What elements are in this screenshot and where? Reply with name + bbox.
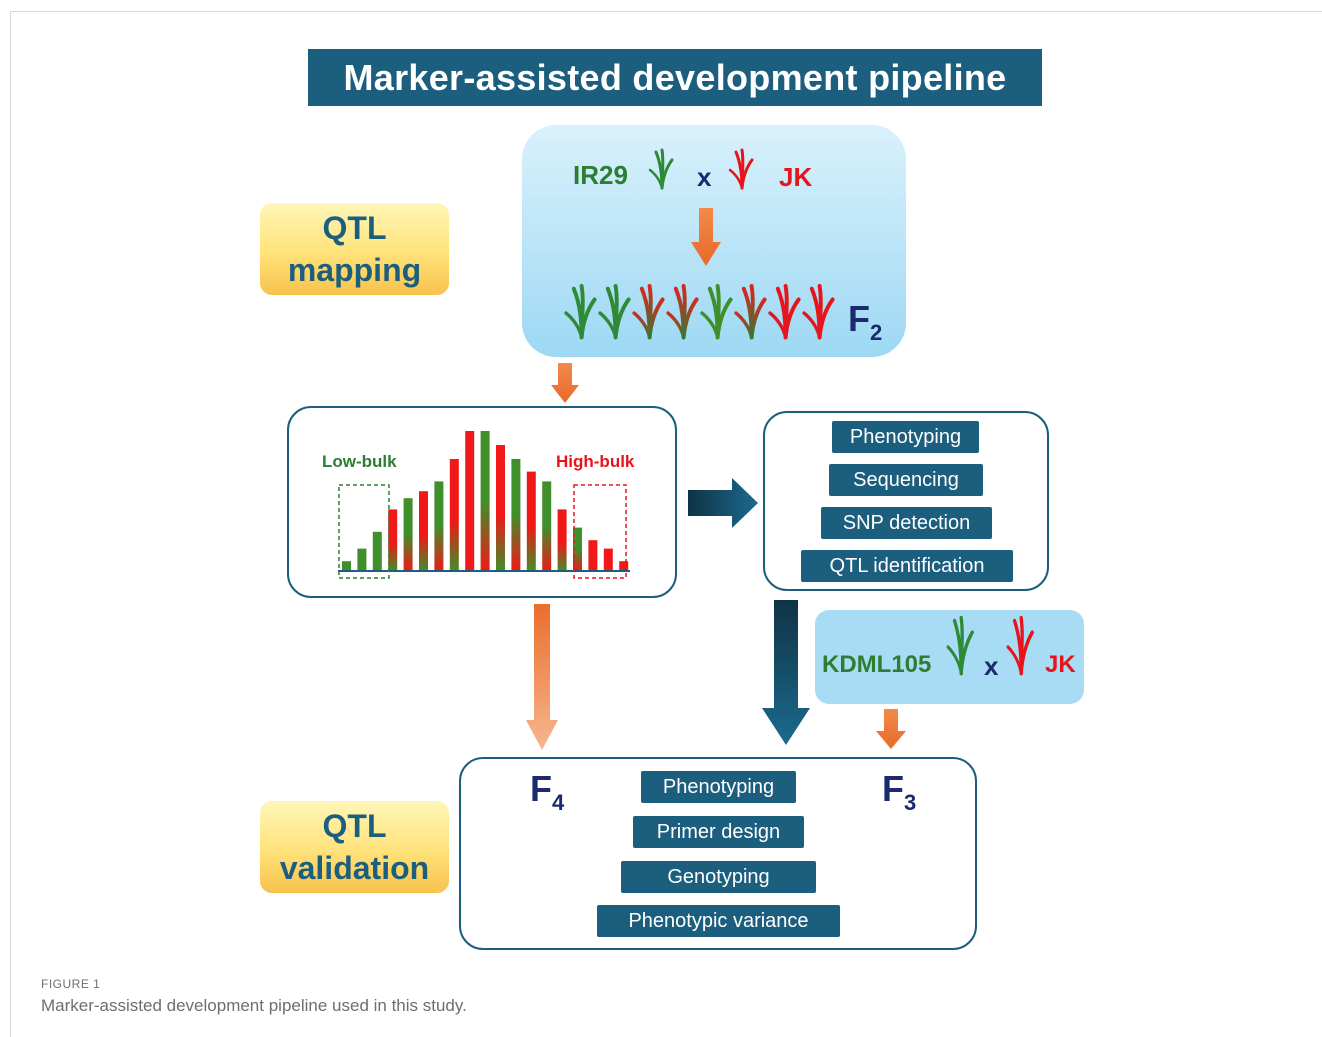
arrow-down-orange-small bbox=[551, 363, 579, 403]
histogram-bar bbox=[419, 491, 428, 571]
arrow-right-teal bbox=[688, 478, 758, 528]
generation-subscript: 4 bbox=[552, 790, 565, 815]
high-bulk-selection bbox=[573, 484, 627, 579]
stage-label-qtl-validation: QTL validation bbox=[260, 801, 449, 893]
arrow-down-orange bbox=[691, 208, 721, 266]
step-sequencing: Sequencing bbox=[829, 464, 983, 496]
histogram-bar bbox=[342, 561, 351, 571]
stage-label-line: QTL bbox=[322, 210, 387, 246]
figure-label: FIGURE 1 bbox=[41, 977, 101, 991]
step-phenotyping: Phenotyping bbox=[832, 421, 979, 453]
low-bulk-selection bbox=[338, 484, 390, 579]
validation-step-genotyping: Genotyping bbox=[621, 861, 816, 893]
plant-red-icon bbox=[728, 148, 754, 190]
generation-f3-label: F3 bbox=[882, 768, 916, 816]
frame-border-top bbox=[10, 11, 1322, 12]
generation-letter: F bbox=[882, 768, 904, 809]
histogram-bar bbox=[449, 459, 459, 571]
histogram-bar bbox=[603, 548, 613, 571]
parent-kdml105-label: KDML105 bbox=[822, 651, 932, 678]
step-qtl-identification: QTL identification bbox=[801, 550, 1013, 582]
plant-green-icon bbox=[948, 618, 972, 660]
stage-label-line: QTL bbox=[322, 808, 387, 844]
histogram-bar bbox=[542, 481, 552, 571]
step-snp-detection: SNP detection bbox=[821, 507, 992, 539]
diagram-title: Marker-assisted development pipeline bbox=[308, 49, 1042, 106]
generation-letter: F bbox=[530, 768, 552, 809]
stage-label-line: mapping bbox=[287, 252, 422, 288]
cross-panel-kdml105-jk bbox=[815, 610, 1084, 704]
histogram-bar bbox=[372, 531, 382, 571]
arrow-down-orange-long bbox=[526, 604, 558, 750]
histogram-bar bbox=[465, 431, 475, 571]
validation-step-phenotyping: Phenotyping bbox=[641, 771, 796, 803]
stage-label-qtl-mapping: QTL mapping bbox=[260, 203, 449, 295]
generation-subscript: 2 bbox=[870, 320, 883, 345]
histogram-bar bbox=[526, 471, 536, 571]
generation-subscript: 3 bbox=[904, 790, 917, 815]
frame-border-left bbox=[10, 11, 11, 1037]
histogram-bar bbox=[557, 509, 567, 571]
f2-plant-row bbox=[566, 280, 836, 342]
histogram-bar bbox=[480, 431, 490, 571]
histogram-bar bbox=[357, 548, 367, 571]
cross-symbol: x bbox=[984, 651, 999, 681]
histogram-bar bbox=[619, 561, 629, 571]
histogram-bar bbox=[403, 498, 413, 571]
parent-jk-label: JK bbox=[779, 162, 813, 192]
plant-red-icon bbox=[1008, 618, 1032, 660]
histogram-bar bbox=[588, 540, 598, 571]
generation-f4-label: F4 bbox=[530, 768, 564, 816]
histogram-bar bbox=[511, 459, 521, 571]
high-bulk-label: High-bulk bbox=[556, 452, 635, 471]
plant-green-icon bbox=[648, 148, 674, 190]
generation-letter: F bbox=[848, 298, 870, 339]
histogram-bar bbox=[573, 527, 582, 571]
validation-step-primer-design: Primer design bbox=[633, 816, 804, 848]
generation-f2-label: F2 bbox=[848, 298, 882, 346]
validation-step-phenotypic-variance: Phenotypic variance bbox=[597, 905, 840, 937]
parent-ir29-label: IR29 bbox=[573, 160, 628, 190]
stage-label-line: validation bbox=[279, 850, 430, 886]
histogram-bar bbox=[434, 481, 444, 571]
bulk-histogram-chart bbox=[338, 431, 630, 579]
cross-symbol: x bbox=[697, 162, 712, 192]
histogram-bar bbox=[496, 445, 505, 571]
histogram-bar bbox=[388, 509, 398, 571]
arrow-down-teal bbox=[762, 600, 810, 745]
figure-caption: Marker-assisted development pipeline use… bbox=[41, 996, 467, 1015]
arrow-down-orange-small bbox=[876, 709, 906, 749]
low-bulk-label: Low-bulk bbox=[322, 452, 397, 471]
parent-jk-label: JK bbox=[1045, 651, 1076, 678]
